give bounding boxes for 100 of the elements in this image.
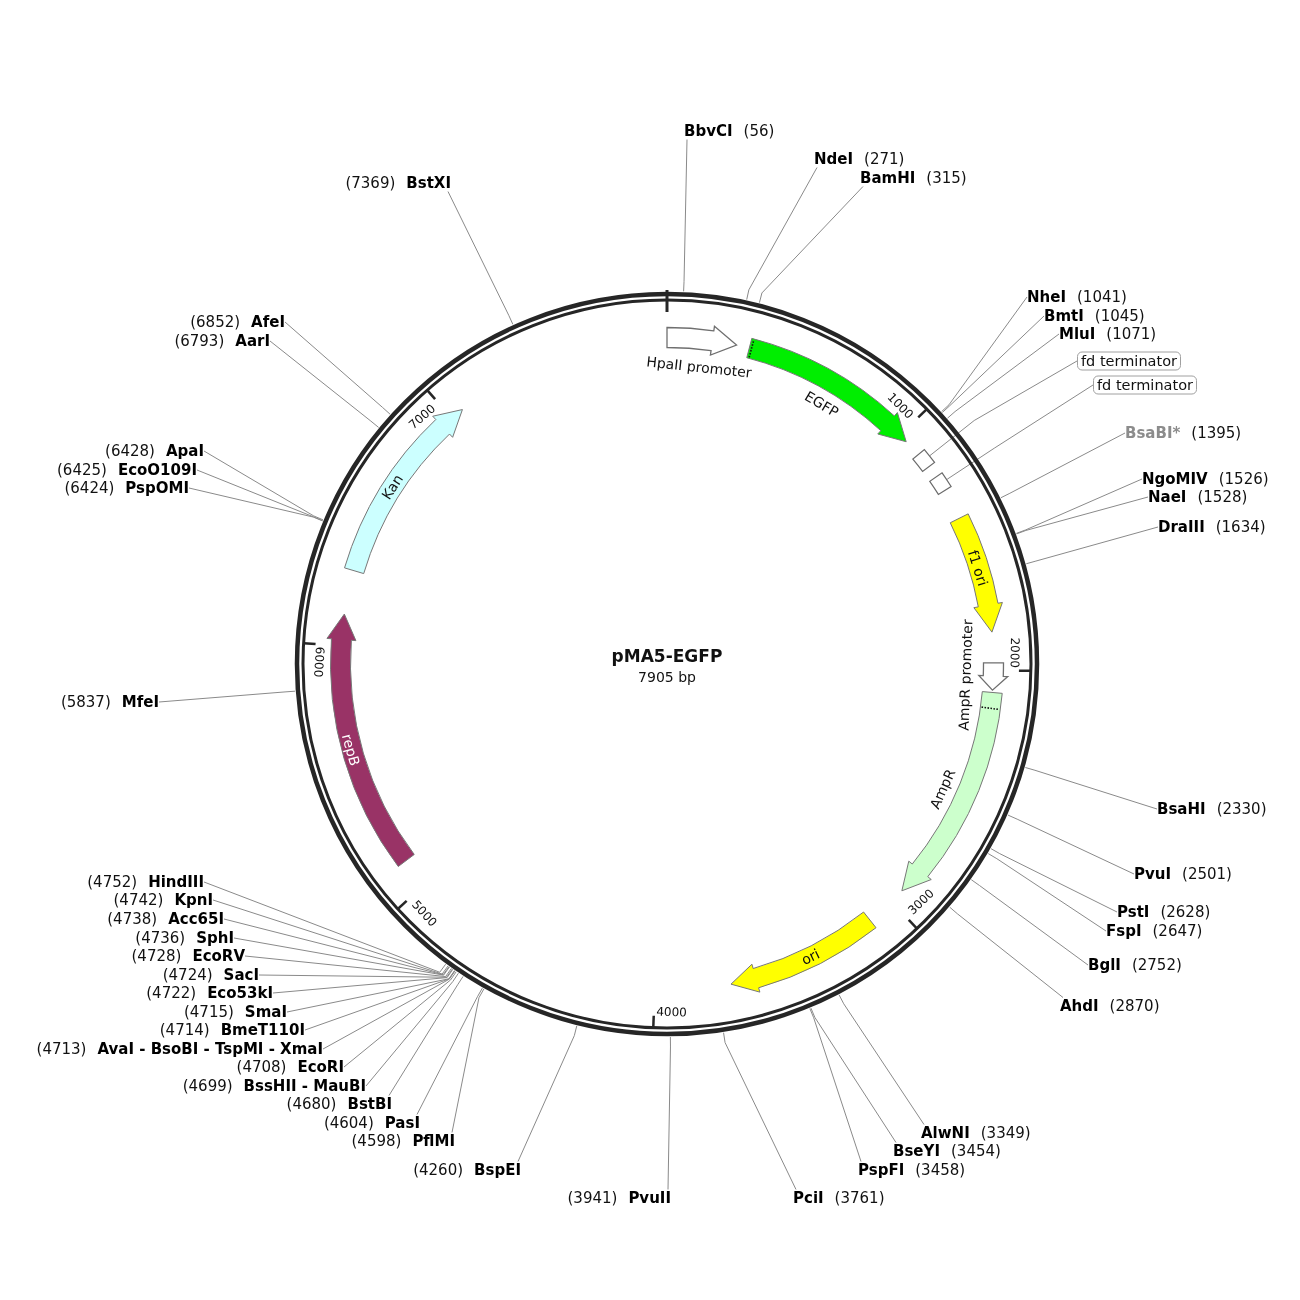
leader-line xyxy=(244,955,452,978)
cut-position: (5837) xyxy=(60,693,111,711)
leader-line xyxy=(746,167,818,301)
terminator-marker xyxy=(929,472,952,496)
enzyme-name: PflMI xyxy=(412,1132,455,1150)
enzyme-name: MluI xyxy=(1059,325,1096,343)
leader-line xyxy=(949,906,1064,998)
cut-position: (4752) xyxy=(87,873,138,891)
cut-position: (2647) xyxy=(1152,922,1203,940)
enzyme-name: KpnI xyxy=(174,891,213,909)
enzyme-name: BstXI xyxy=(406,174,451,192)
leader-line xyxy=(947,333,1060,419)
enzyme-name: DraIII xyxy=(1158,518,1205,536)
feature-label: fd terminator xyxy=(1093,375,1197,395)
leader-line xyxy=(667,1036,671,1190)
cut-position: (4742) xyxy=(113,891,164,909)
enzyme-name: ApaI xyxy=(165,442,204,460)
enzyme-name: AarI xyxy=(235,332,270,350)
enzyme-name: EcoRV xyxy=(192,947,245,965)
leader-line xyxy=(388,975,464,1096)
plasmid-name: pMA5-EGFP xyxy=(611,646,723,666)
leader-line xyxy=(987,853,1107,932)
cut-position: (3761) xyxy=(834,1189,885,1207)
enzyme-name: PspFI xyxy=(858,1161,905,1179)
leader-line xyxy=(1016,496,1149,535)
leader-line xyxy=(723,1032,797,1190)
enzyme-name: BspEI xyxy=(474,1161,521,1179)
leader-line xyxy=(970,879,1089,966)
cut-position: (3454) xyxy=(951,1142,1001,1160)
enzyme-name: AfeI xyxy=(251,313,285,331)
enzyme-name: BssHII - MauBI xyxy=(243,1077,366,1095)
leader-line xyxy=(451,988,485,1133)
leader-line xyxy=(517,1025,578,1162)
cut-position: (1071) xyxy=(1106,325,1157,343)
enzyme-name: BmeT110I xyxy=(220,1021,305,1039)
feature-label: HpaII promoter xyxy=(645,353,753,381)
enzyme-name: SphI xyxy=(196,929,234,947)
enzyme-name: PasI xyxy=(384,1114,420,1132)
enzyme-name: BstBI xyxy=(347,1095,392,1113)
scale-number: 6000 xyxy=(311,646,327,678)
leader-line xyxy=(758,186,864,304)
enzyme-name: NheI xyxy=(1027,288,1066,306)
cut-position: (4738) xyxy=(107,910,158,928)
feature-label: AmpR promoter xyxy=(955,619,976,731)
leader-line xyxy=(196,469,324,522)
cut-position: (2870) xyxy=(1109,997,1160,1015)
cut-position: (3349) xyxy=(980,1124,1031,1142)
leader-line xyxy=(343,971,457,1068)
leader-line xyxy=(223,918,450,976)
cut-position: (3458) xyxy=(915,1161,966,1179)
cut-position: (4715) xyxy=(183,1003,234,1021)
cut-position: (4713) xyxy=(36,1040,87,1058)
cut-position: (1041) xyxy=(1077,288,1127,306)
cut-position: (1528) xyxy=(1197,488,1248,506)
enzyme-name: BbvCI xyxy=(684,122,733,140)
leader-line xyxy=(1025,526,1159,565)
cut-position: (2628) xyxy=(1160,903,1211,921)
leader-line xyxy=(272,968,454,994)
leader-line xyxy=(284,321,391,415)
enzyme-name: BglI xyxy=(1088,956,1121,974)
cut-position: (1634) xyxy=(1215,518,1266,536)
leader-line xyxy=(233,937,450,976)
cut-position: (6425) xyxy=(57,461,107,479)
cut-position: (3941) xyxy=(567,1189,618,1207)
cut-position: (2501) xyxy=(1182,865,1232,883)
enzyme-name: BsaHI xyxy=(1157,800,1206,818)
enzyme-name: FspI xyxy=(1106,922,1142,940)
plasmid-size: 7905 bp xyxy=(638,669,696,685)
enzyme-name: EcoO109I xyxy=(117,461,197,479)
enzyme-name: SacI xyxy=(223,966,259,984)
enzyme-name: SmaI xyxy=(244,1003,287,1021)
leader-line xyxy=(286,970,456,1013)
enzyme-name: Eco53kI xyxy=(207,984,273,1002)
leader-line xyxy=(322,970,456,1050)
enzyme-name: BamHI xyxy=(860,169,916,187)
cut-position: (2330) xyxy=(1216,800,1267,818)
leader-line xyxy=(809,1008,862,1162)
leader-line xyxy=(258,968,453,978)
cut-position: (4260) xyxy=(413,1161,464,1179)
cut-position: (4708) xyxy=(236,1058,287,1076)
leader-line xyxy=(447,191,514,325)
leader-line xyxy=(990,848,1118,913)
scale-number: 4000 xyxy=(656,1004,688,1020)
feature-label: ori xyxy=(798,945,823,968)
cut-position: (1045) xyxy=(1094,307,1145,325)
cut-position: (6424) xyxy=(64,479,115,497)
terminator-marker xyxy=(912,448,936,473)
leader-line xyxy=(810,1007,897,1143)
leader-line xyxy=(941,296,1028,413)
cut-position: (1526) xyxy=(1218,470,1269,488)
cut-position: (4722) xyxy=(146,984,197,1002)
cut-position: (6428) xyxy=(105,442,155,460)
cut-position: (7369) xyxy=(345,174,396,192)
leader-line xyxy=(941,315,1045,413)
enzyme-name: NdeI xyxy=(814,150,854,168)
leader-line xyxy=(158,690,296,703)
enzyme-name: PciI xyxy=(793,1189,824,1207)
leader-line xyxy=(838,994,925,1125)
leader-line xyxy=(946,384,1094,480)
enzyme-name: MfeI xyxy=(121,693,159,711)
